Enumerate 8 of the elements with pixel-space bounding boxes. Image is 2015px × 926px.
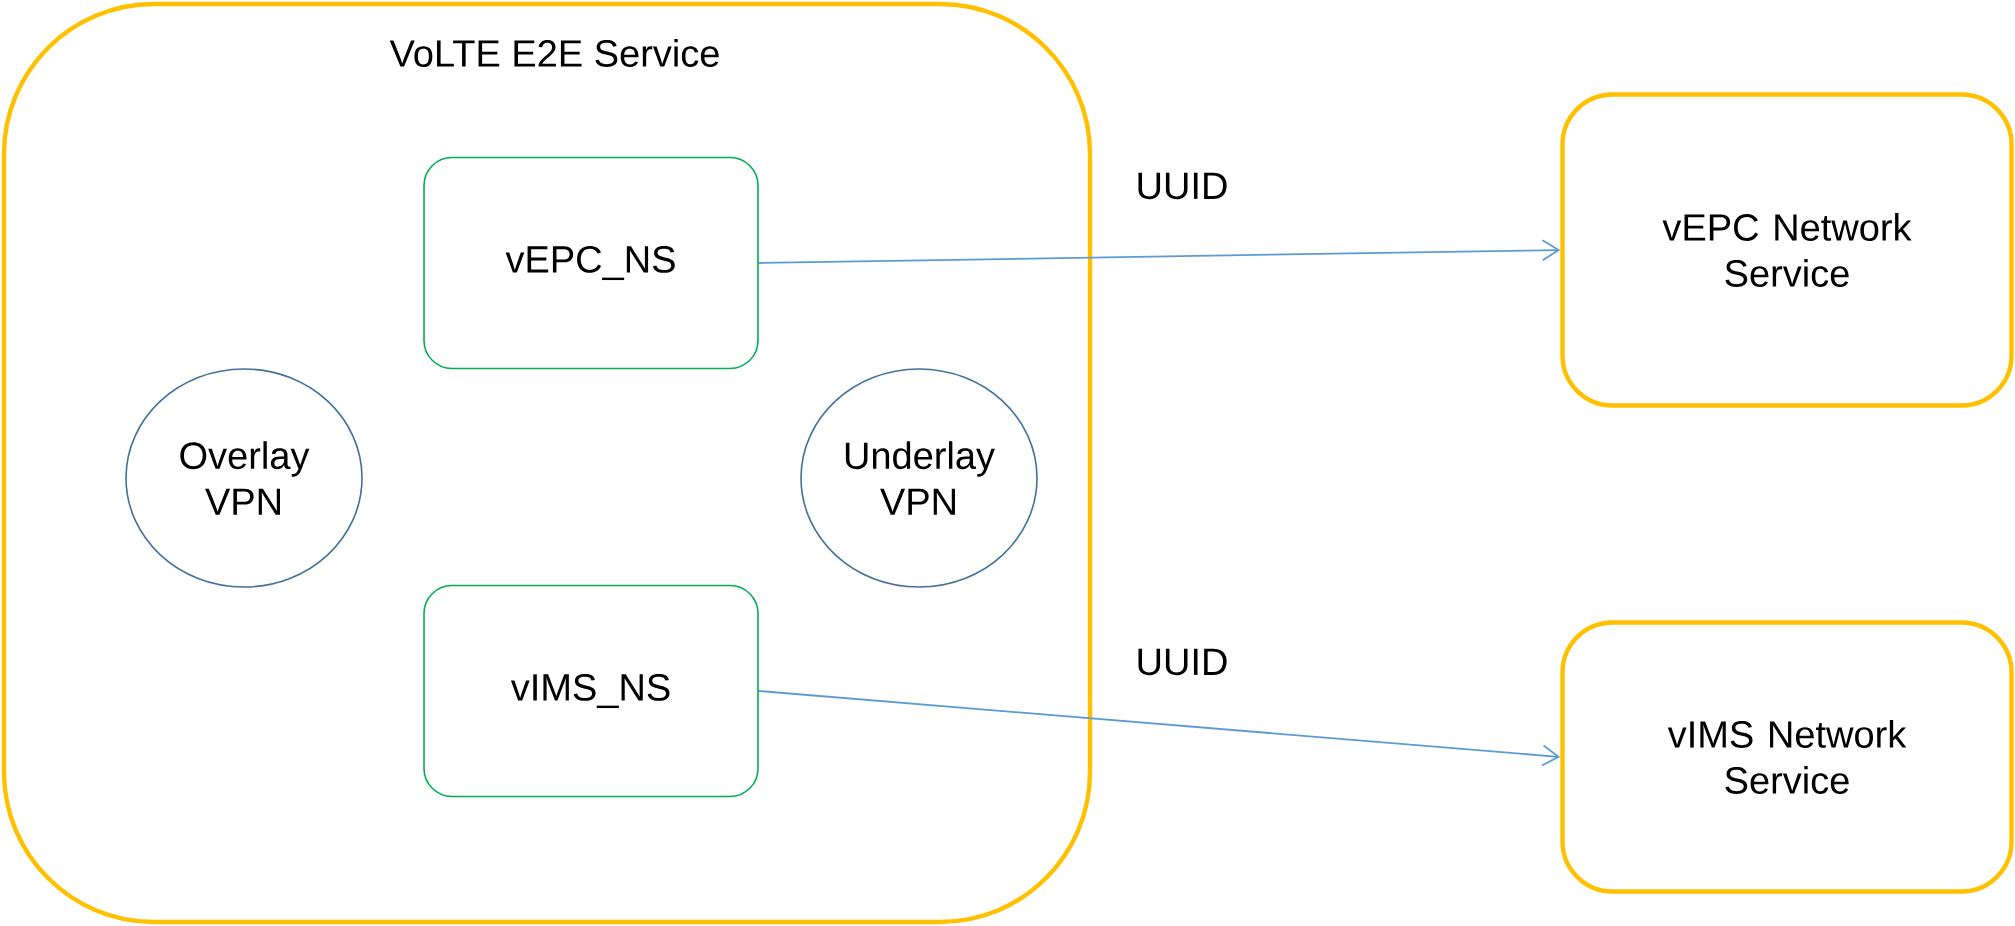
arrow bbox=[757, 690, 1561, 767]
edge-label: UUID bbox=[1138, 172, 1227, 200]
network-service-box: vIMS_NS bbox=[423, 584, 759, 798]
network-service-box: vEPC_NS bbox=[423, 156, 759, 370]
edge-label: UUID bbox=[1138, 648, 1227, 676]
arrow bbox=[757, 239, 1561, 264]
service-box: vIMS Network Service bbox=[1560, 620, 2014, 894]
service-box: vEPC Network Service bbox=[1560, 92, 2014, 408]
